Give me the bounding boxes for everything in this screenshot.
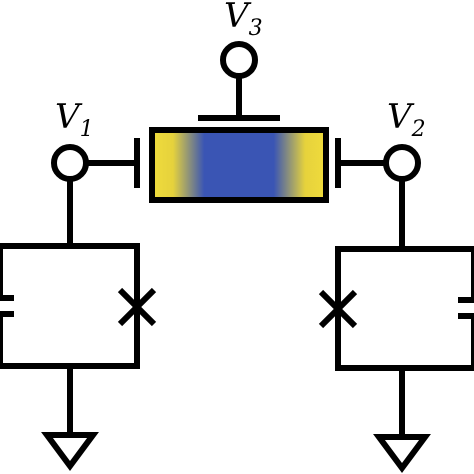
v1-label: V1 — [55, 97, 94, 142]
left-junction-icon — [117, 287, 157, 327]
right-junction-icon — [318, 289, 358, 329]
v1-terminal — [51, 144, 89, 182]
island — [149, 127, 329, 203]
v3-terminal — [220, 41, 258, 79]
v3-label: V3 — [224, 0, 263, 41]
right-loop — [335, 246, 474, 371]
left-ground-icon — [41, 432, 99, 472]
v2-label: V2 — [387, 97, 426, 142]
left-loop — [0, 243, 140, 369]
v2-terminal — [383, 144, 421, 182]
right-ground-icon — [373, 434, 431, 474]
